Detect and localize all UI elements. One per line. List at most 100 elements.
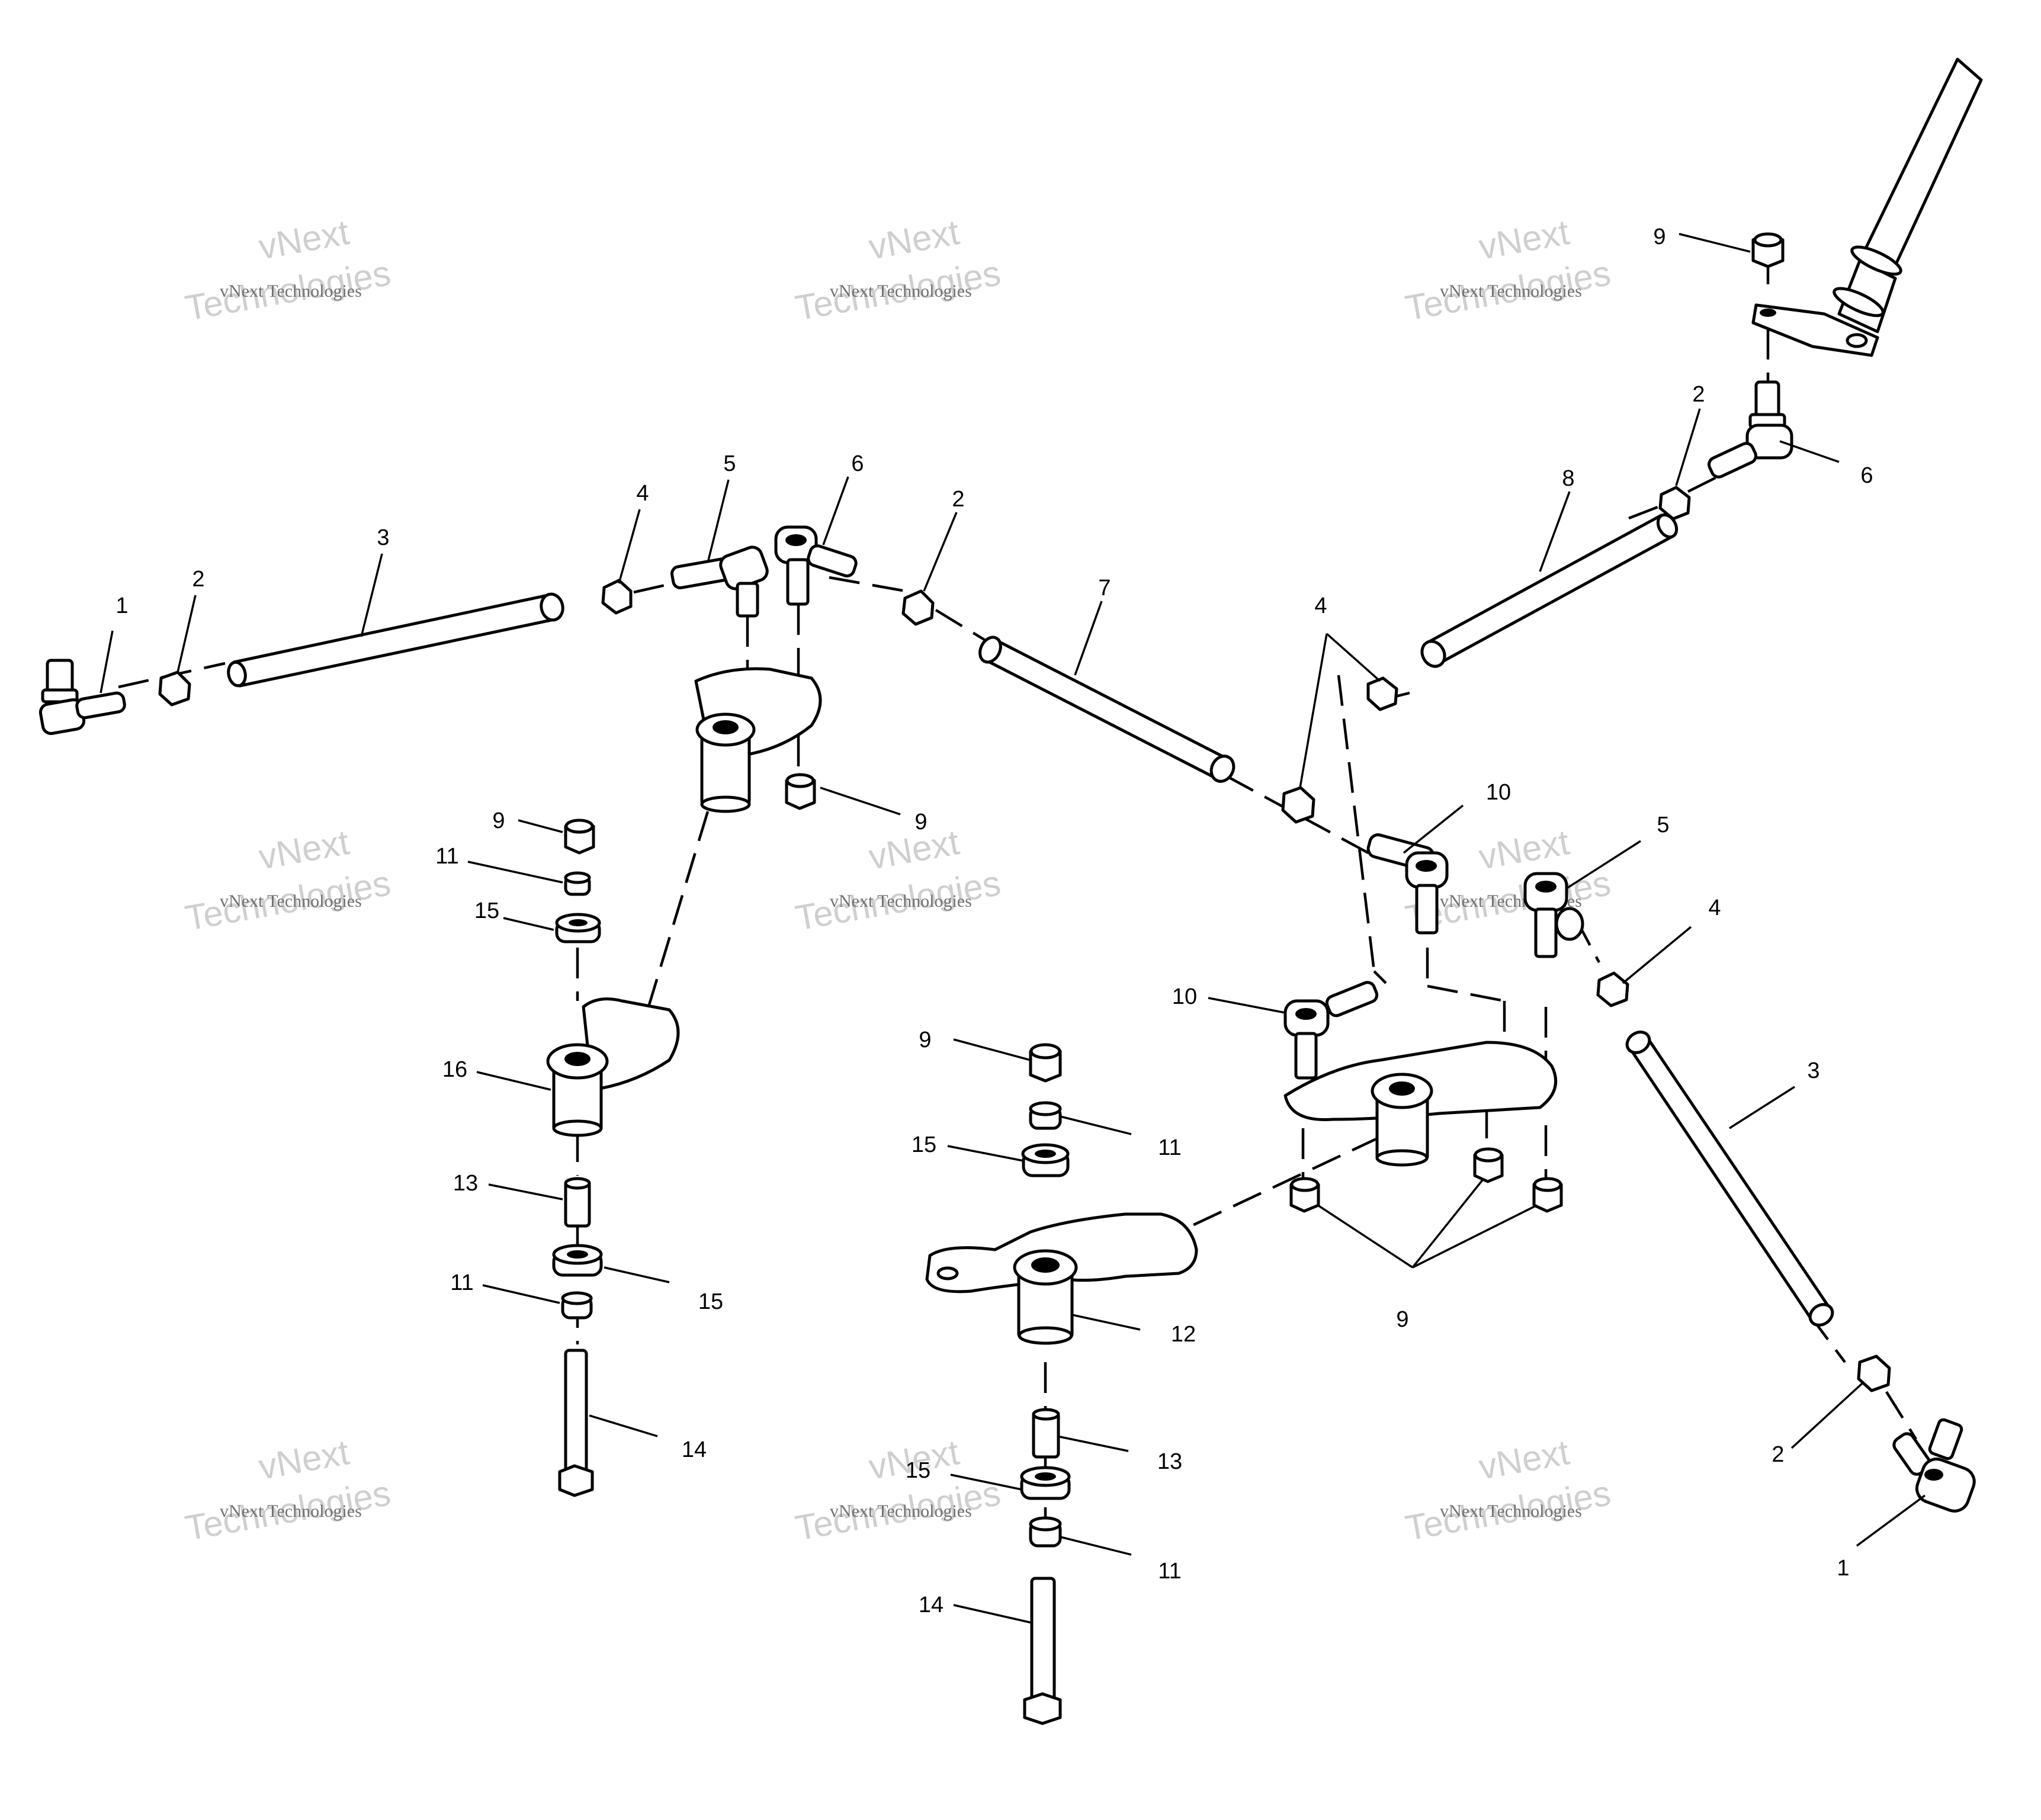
leader-line [589,1414,658,1437]
leader-line [950,1474,1022,1491]
watermark: vNext Technologies vNext Technologies [792,212,1004,328]
leader-line [1679,233,1751,253]
callout-3: 3 [377,525,389,550]
leader-line [1403,804,1464,854]
callout-6: 6 [1860,463,1873,488]
callout-16: 16 [442,1057,467,1082]
leader-lines [100,233,1926,1624]
jam-nut [601,579,633,615]
watermark: vNext Technologies vNext Technologies [792,1432,1004,1548]
leader-line [518,819,563,833]
callout-10: 10 [1486,780,1511,805]
callout-labels: 1 2 3 4 5 6 2 7 4 8 2 6 9 9 9 11 15 16 1… [115,224,1873,1617]
jam-nut [901,589,935,626]
tie-rod-lower-right [1625,1031,1834,1327]
leader-line [100,630,114,694]
watermark-small: vNext Technologies [220,891,362,911]
assembly-line [1225,775,1369,854]
tie-rod-end-right [1892,1418,1976,1513]
watermark-layer: vNext Technologies vNext Technologies vN… [182,212,1614,1548]
watermark: vNext Technologies vNext Technologies [182,1432,394,1548]
sleeve [564,1177,591,1228]
watermark-big-1: vNext [256,822,352,877]
callout-2: 2 [192,567,204,592]
jam-nut [1366,676,1398,711]
leader-line [953,1038,1031,1061]
assembly-line [633,580,682,594]
leader-line [1729,1086,1795,1129]
lock-nut [564,818,595,855]
leader-line [1779,440,1840,463]
assembly-line [1427,984,1505,1003]
jam-nut [1281,786,1315,824]
washer [555,913,601,943]
jam-nut [1658,486,1691,521]
assembly-line [1687,469,1731,493]
watermark-small: vNext Technologies [220,281,362,301]
callout-11: 11 [1158,1559,1181,1584]
washer [1021,1143,1070,1177]
watermark: vNext Technologies vNext Technologies [182,212,394,328]
bushing [564,871,591,896]
callout-9: 9 [919,1028,931,1052]
callout-9: 9 [1396,1307,1408,1332]
idler-arm [546,997,680,1137]
callout-9: 9 [492,808,505,833]
leader-line [822,476,849,545]
watermark-small: vNext Technologies [830,1501,972,1521]
lock-nut [1473,1147,1504,1183]
pitman-arm-left [694,667,822,813]
watermark-big-1: vNext [866,822,962,877]
leader-line [482,1284,560,1304]
callout-14: 14 [919,1593,944,1617]
callout-5: 5 [723,451,736,476]
watermark-big-1: vNext [1476,822,1573,877]
parts-layer [38,57,1983,1725]
assembly-line [1178,1135,1381,1234]
callout-2: 2 [952,487,964,512]
callout-10: 10 [1172,984,1197,1009]
leader-line [707,479,730,563]
leader-line [1071,1314,1141,1331]
leader-line [467,861,563,884]
lock-nut [1532,1177,1563,1213]
jam-nut [1596,971,1629,1007]
tie-rod-end [1366,833,1449,935]
bushing [1029,1101,1062,1130]
callout-11: 11 [435,844,458,869]
leader-line [1057,1435,1129,1452]
assembly-line [829,576,913,594]
leader-line [488,1183,563,1201]
leader-line [1856,1494,1926,1547]
callout-15: 15 [474,898,499,923]
washer [1020,1466,1071,1500]
leader-line [1074,601,1103,676]
leader-line [1299,633,1328,788]
callout-4: 4 [636,481,649,506]
callout-8: 8 [1562,466,1574,491]
watermark-small: vNext Technologies [830,281,972,301]
leader-line [1566,840,1641,890]
watermark-small: vNext Technologies [830,891,972,911]
callout-6: 6 [851,451,864,476]
callout-13: 13 [453,1171,478,1196]
callout-1: 1 [115,593,128,618]
watermark-big-1: vNext [866,212,962,267]
watermark-big-1: vNext [1476,1432,1573,1487]
watermark: vNext Technologies vNext Technologies [1403,1432,1614,1548]
watermark-big-1: vNext [256,1432,352,1487]
watermark: vNext Technologies vNext Technologies [792,822,1004,938]
leader-line [360,553,383,637]
callout-4: 4 [1314,593,1327,618]
leader-line [1326,633,1381,682]
callout-13: 13 [1157,1449,1182,1474]
jam-nut [158,670,191,707]
center-tie-rod [978,635,1235,783]
lock-nut [1289,1177,1320,1213]
tie-rod-end [1708,380,1793,479]
lock-nut [785,773,816,810]
tie-rod-end [1523,872,1584,958]
watermark-big-1: vNext [256,212,352,267]
callout-12: 12 [1171,1322,1196,1347]
leader-line [1060,1115,1132,1135]
